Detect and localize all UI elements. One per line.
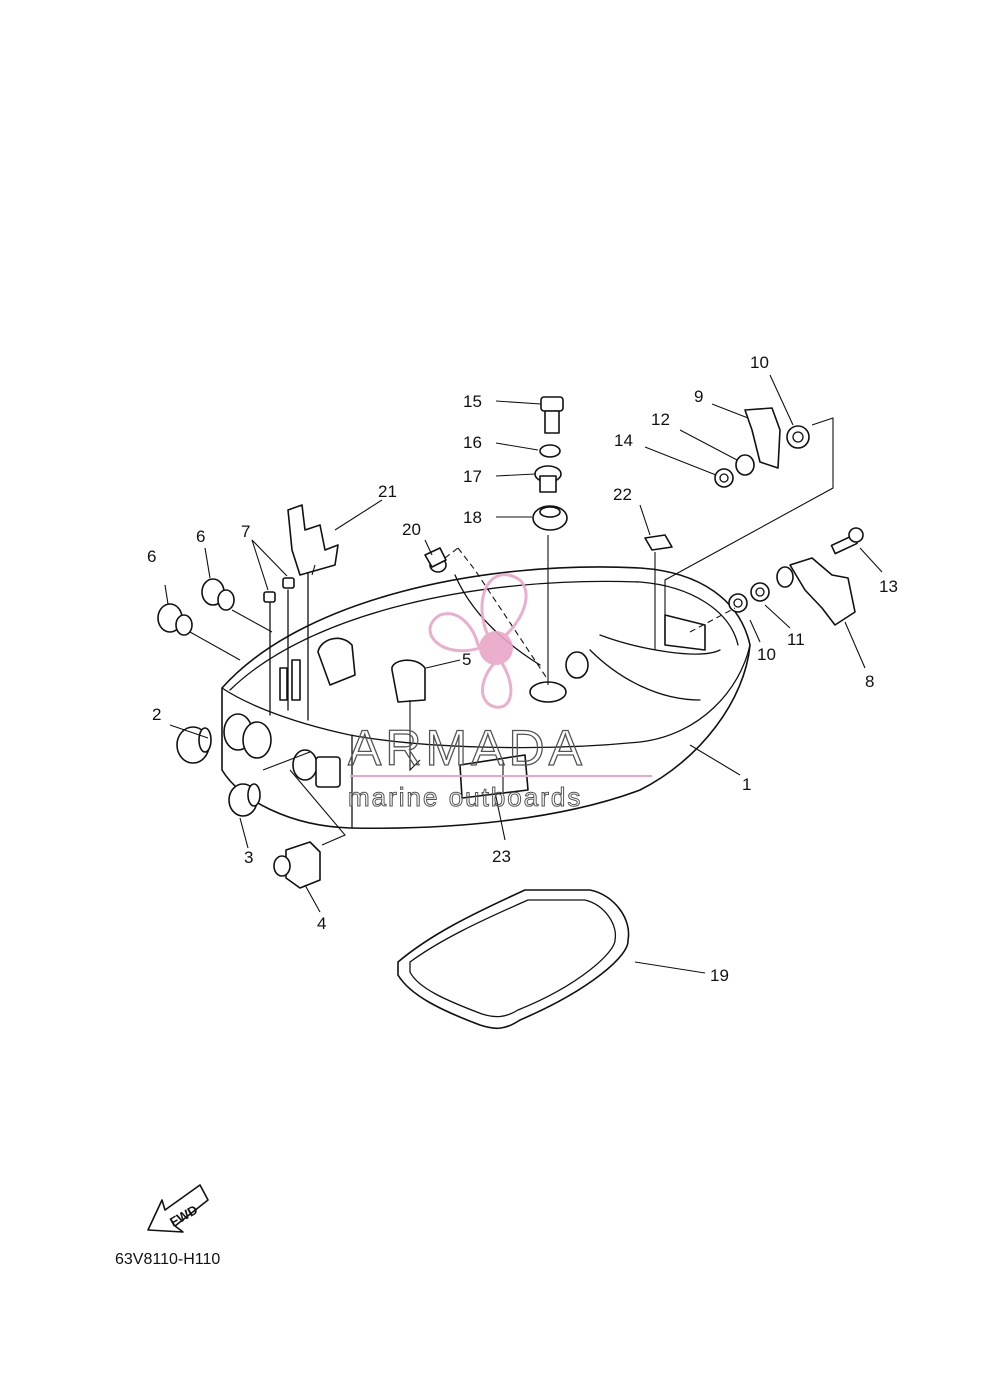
callout-9: 9: [694, 387, 703, 406]
callout-6a: 6: [147, 547, 156, 566]
pins-7: [263, 577, 295, 603]
leader-lines: [164, 374, 883, 974]
watermark-tagline: marine outboards: [348, 782, 582, 812]
callout-2: 2: [152, 705, 161, 724]
washer-12: [735, 454, 755, 476]
plug-6b: [201, 578, 235, 611]
bottom-cowling: [221, 566, 751, 830]
callout-5: 5: [462, 650, 471, 669]
callout-8: 8: [865, 672, 874, 691]
callouts: 1 2 3 4 5 6 6 7 8 9 10 10 11 12 13 14 15…: [147, 353, 898, 985]
callout-13: 13: [879, 577, 898, 596]
callout-15: 15: [463, 392, 482, 411]
callout-11: 11: [787, 630, 805, 649]
collar-17: [534, 465, 562, 493]
grommet-3: [228, 783, 261, 817]
propeller-logo-icon: [428, 573, 528, 709]
plug-6a: [157, 603, 193, 636]
grommet-18: [532, 505, 568, 531]
callout-19: 19: [710, 966, 729, 985]
washer-16: [539, 444, 561, 458]
screw-20: [424, 547, 447, 573]
callout-10a: 10: [750, 353, 769, 372]
watermark: ARMADA marine outboards: [347, 573, 652, 813]
nut-14: [714, 468, 734, 488]
part-code: 63V8110-H110: [115, 1251, 220, 1268]
callout-4: 4: [317, 914, 326, 933]
nut-10a: [786, 425, 810, 449]
nut-10b: [728, 593, 748, 613]
callout-3: 3: [244, 848, 253, 867]
bolt-15: [540, 396, 564, 434]
callout-6b: 6: [196, 527, 205, 546]
callout-1: 1: [742, 775, 751, 794]
washer-11: [750, 582, 770, 602]
callout-18: 18: [463, 508, 482, 527]
gasket-19: [397, 889, 630, 1030]
callout-16: 16: [463, 433, 482, 452]
callout-17: 17: [463, 467, 482, 486]
callout-22: 22: [613, 485, 632, 504]
watermark-brand: ARMADA: [348, 720, 586, 776]
bolt-13: [830, 527, 864, 555]
fwd-arrow-icon: FWD: [147, 1184, 209, 1233]
bracket-8: [776, 557, 856, 626]
callout-7: 7: [241, 522, 250, 541]
callout-23: 23: [492, 847, 511, 866]
callout-20: 20: [402, 520, 421, 539]
grommet-2: [176, 726, 212, 764]
callout-10b: 10: [757, 645, 776, 664]
sticker-22: [644, 534, 673, 551]
clip-21: [287, 504, 339, 576]
callout-14: 14: [614, 431, 633, 450]
callout-21: 21: [378, 482, 397, 501]
bracket-9: [744, 407, 781, 469]
callout-12: 12: [651, 410, 670, 429]
grommet-4: [273, 841, 321, 889]
